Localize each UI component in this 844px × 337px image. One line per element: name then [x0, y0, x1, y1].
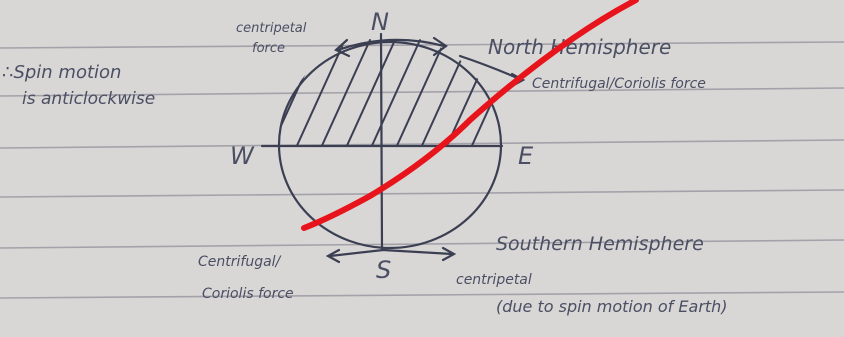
- bottom-right-arrowhead: [441, 246, 457, 262]
- south-label: S: [376, 256, 391, 284]
- spin-line-2: is anticlockwise: [22, 89, 155, 109]
- bottom-left-arrowhead: [325, 248, 341, 264]
- spin-line-1: ∴Spin motion: [2, 62, 121, 83]
- centrifugal-pointer-arrow: [458, 54, 524, 82]
- bottom-left-arrow: [328, 248, 385, 258]
- centripetal-top-line-2: force: [252, 41, 285, 56]
- bottom-right-arrow: [381, 248, 454, 256]
- centrifugal-left-line-1: Centrifugal/: [198, 254, 282, 270]
- ruled-lines: [0, 41, 844, 299]
- north-hatching: [280, 39, 500, 145]
- centripetal-bottom-label: centripetal: [456, 272, 532, 288]
- red-stroke-overlay: [301, 0, 639, 231]
- north-label: N: [371, 8, 389, 36]
- centrifugal-left-line-2: Coriolis force: [202, 286, 294, 302]
- top-arc-arrow: [336, 38, 446, 52]
- top-arc-arrowhead-left: [334, 38, 351, 58]
- centripetal-top-line-1: centripetal: [236, 21, 307, 36]
- east-label: E: [518, 142, 534, 170]
- southern-hemisphere-label: Southern Hemisphere: [496, 233, 704, 255]
- due-to-label: (due to spin motion of Earth): [496, 297, 728, 316]
- centrifugal-right-label: Centrifugal/Coriolis force: [532, 76, 706, 92]
- north-hemisphere-label: North Hemisphere: [488, 35, 671, 59]
- axis-line: [379, 32, 384, 252]
- top-arc-arrowhead-right: [432, 36, 448, 57]
- west-label: W: [230, 142, 255, 170]
